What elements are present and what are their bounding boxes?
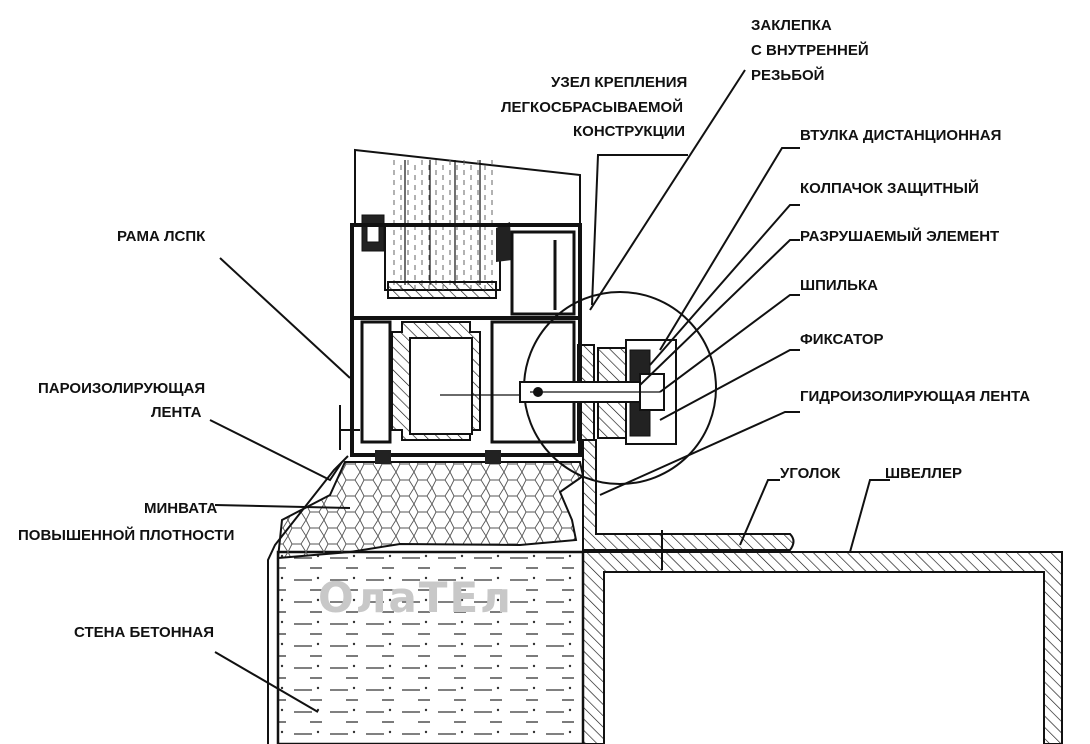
label-paro-1: ПАРОИЗОЛИРУЮЩАЯ	[38, 380, 205, 397]
label-zaklepka-1: ЗАКЛЕПКА	[751, 17, 832, 34]
frame-profile	[350, 148, 582, 464]
mounting-node	[519, 291, 717, 485]
label-minvata-2: ПОВЫШЕННОЙ ПЛОТНОСТИ	[18, 526, 234, 544]
label-ugolok: УГОЛОК	[780, 465, 841, 482]
leader-lines	[209, 69, 890, 713]
label-rama: РАМА ЛСПК	[117, 228, 206, 245]
label-paro-2: ЛЕНТА	[151, 404, 202, 421]
label-shpilka: ШПИЛЬКА	[800, 277, 878, 294]
label-zaklepka-2: С ВНУТРЕННЕЙ	[751, 41, 869, 59]
callout-minvata: МИНВАТА ПОВЫШЕННОЙ ПЛОТНОСТИ	[18, 500, 234, 544]
steel-channel	[582, 551, 1063, 744]
label-minvata-1: МИНВАТА	[144, 500, 217, 517]
label-vtulka: ВТУЛКА ДИСТАНЦИОННАЯ	[800, 127, 1001, 144]
label-uzel-1: УЗЕЛ КРЕПЛЕНИЯ	[551, 74, 687, 91]
label-shveller: ШВЕЛЛЕР	[885, 465, 962, 482]
label-kolpachok: КОЛПАЧОК ЗАЩИТНЫЙ	[800, 179, 979, 197]
callout-paro: ПАРОИЗОЛИРУЮЩАЯ ЛЕНТА	[38, 380, 205, 421]
label-gidro: ГИДРОИЗОЛИРУЮЩАЯ ЛЕНТА	[800, 388, 1030, 405]
label-zaklepka-3: РЕЗЬБОЙ	[751, 66, 824, 84]
label-uzel-2: ЛЕГКОСБРАСЫВАЕМОЙ	[501, 98, 683, 116]
concrete-wall	[276, 550, 585, 744]
callout-zaklepka: ЗАКЛЕПКА С ВНУТРЕННЕЙ РЕЗЬБОЙ	[751, 17, 869, 84]
label-fiksator: ФИКСАТОР	[800, 331, 884, 348]
label-stena: СТЕНА БЕТОННАЯ	[74, 624, 214, 641]
label-uzel-3: КОНСТРУКЦИИ	[573, 123, 685, 140]
steel-angle	[582, 439, 795, 570]
watermark: ОлаТЕл	[318, 573, 513, 622]
callout-uzel: УЗЕЛ КРЕПЛЕНИЯ ЛЕГКОСБРАСЫВАЕМОЙ КОНСТРУ…	[501, 74, 687, 140]
label-razrush: РАЗРУШАЕМЫЙ ЭЛЕМЕНТ	[800, 227, 999, 245]
